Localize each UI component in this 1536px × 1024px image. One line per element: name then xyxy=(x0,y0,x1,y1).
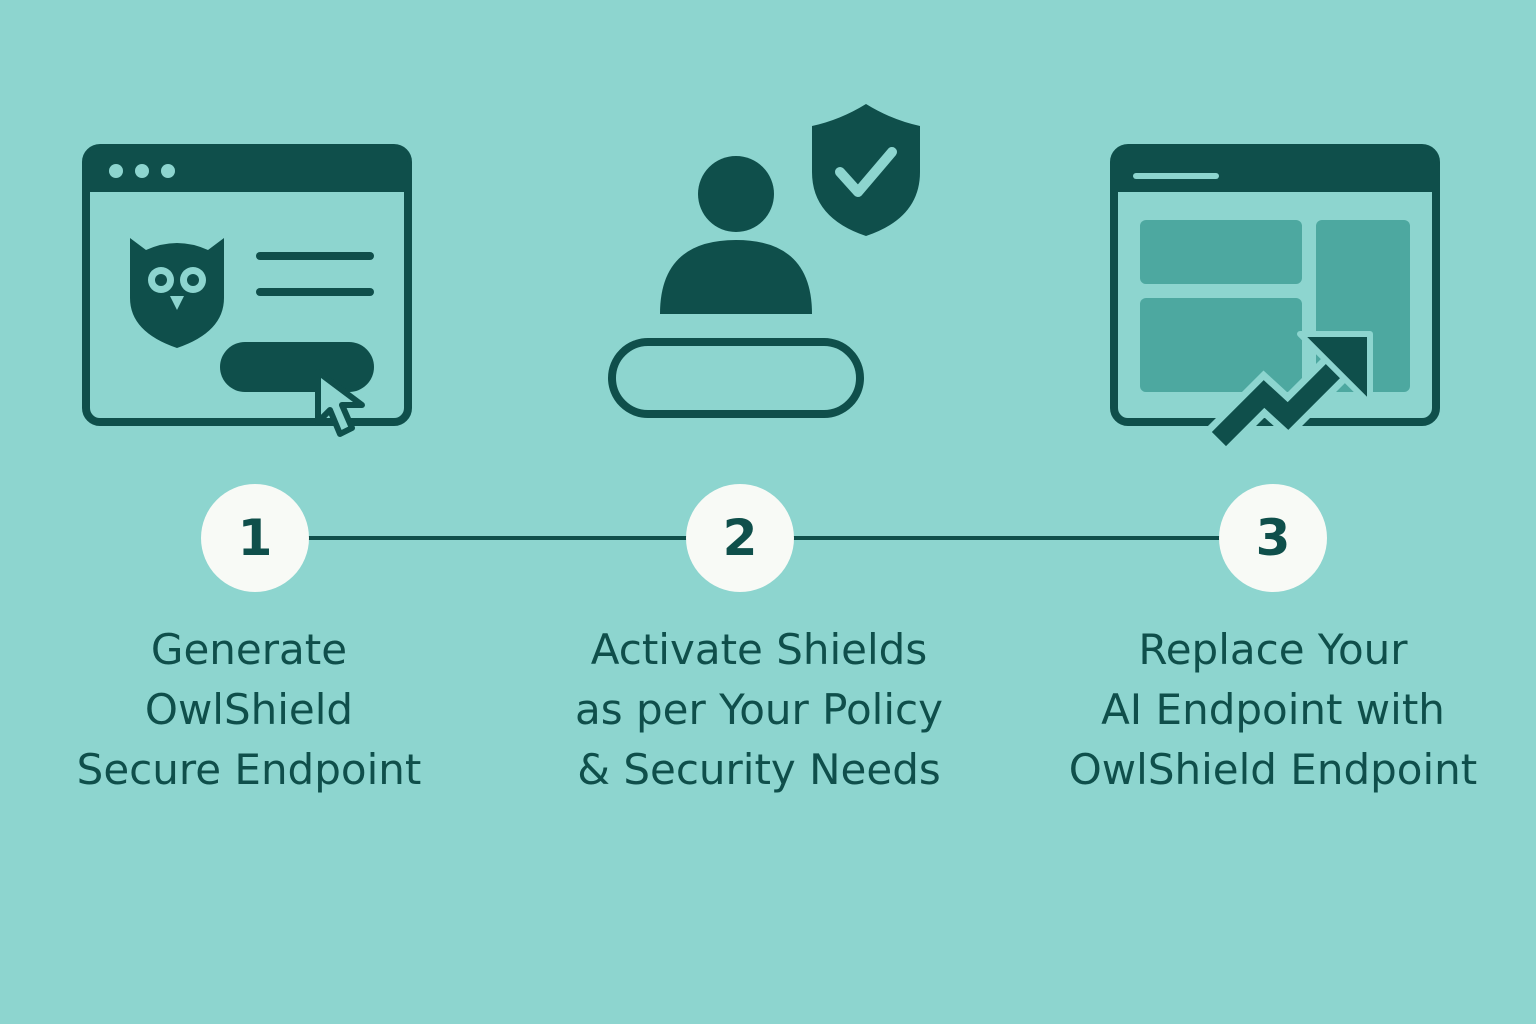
window-dot-icon xyxy=(135,164,149,178)
step-3-label: Replace Your AI Endpoint with OwlShield … xyxy=(1043,620,1503,800)
window-dot-icon xyxy=(161,164,175,178)
dashboard-panel-icon xyxy=(1140,298,1302,392)
owl-shield-icon xyxy=(130,238,224,348)
step-2-label-line: & Security Needs xyxy=(577,745,941,794)
step-1-label: Generate OwlShield Secure Endpoint xyxy=(19,620,479,800)
step-number-3: 3 xyxy=(1219,484,1327,592)
step-3-label-line: Replace Your xyxy=(1138,625,1408,674)
step-number-1: 1 xyxy=(201,484,309,592)
step-1-label-line: Secure Endpoint xyxy=(76,745,422,794)
step-1-label-line: OwlShield xyxy=(144,685,354,734)
step-2-label-line: as per Your Policy xyxy=(575,685,943,734)
cursor-icon xyxy=(315,369,365,437)
step-2-label: Activate Shields as per Your Policy & Se… xyxy=(529,620,989,800)
window-dot-icon xyxy=(109,164,123,178)
policy-input-icon xyxy=(608,338,864,418)
dashboard-trend-arrow-icon xyxy=(1110,144,1440,450)
user-shield-check-icon xyxy=(608,104,920,418)
shield-check-icon xyxy=(812,104,920,236)
browser-owl-shield-click-icon xyxy=(82,144,412,437)
step-2-icon xyxy=(600,100,930,430)
endpoint-button-icon xyxy=(220,342,374,392)
step-3-label-line: AI Endpoint with xyxy=(1101,685,1445,734)
step-3-label-line: OwlShield Endpoint xyxy=(1068,745,1478,794)
user-icon xyxy=(660,156,812,314)
step-3-icon xyxy=(1106,140,1446,450)
step-2-label-line: Activate Shields xyxy=(590,625,928,674)
dashboard-panel-icon xyxy=(1140,220,1302,284)
step-number-2: 2 xyxy=(686,484,794,592)
trend-arrow-icon xyxy=(1201,331,1373,450)
step-1-icon xyxy=(80,140,420,450)
step-1-label-line: Generate xyxy=(150,625,348,674)
